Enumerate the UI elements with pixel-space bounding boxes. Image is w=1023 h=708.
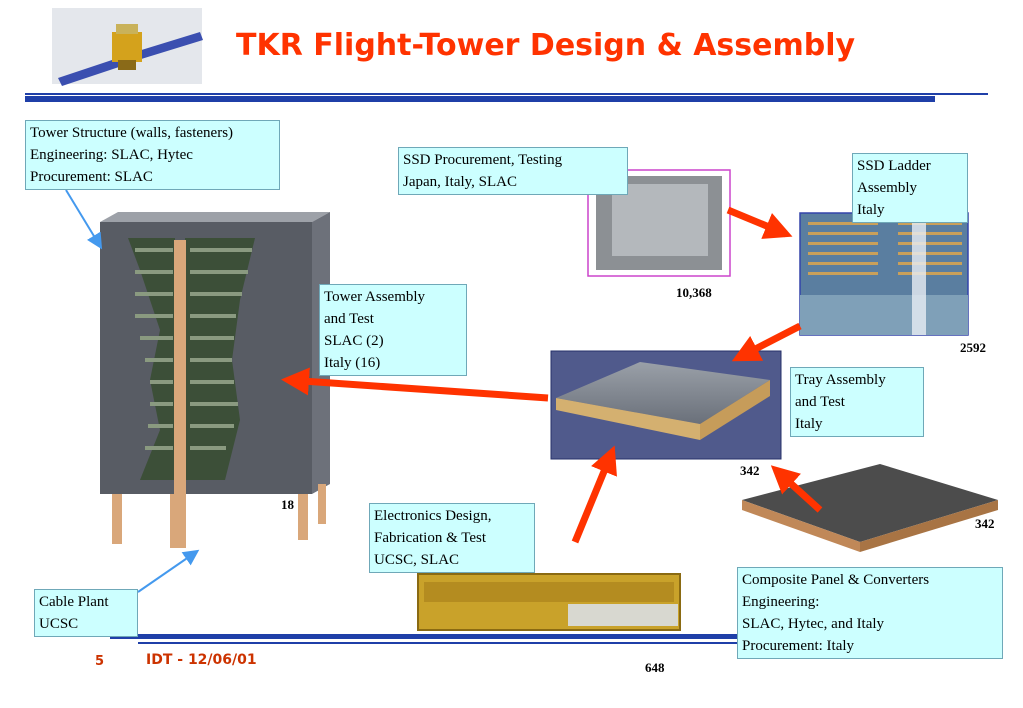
ssd-ladder-line-2: Assembly [857, 180, 917, 196]
composite-panel-line-3: SLAC, Hytec, and Italy [742, 616, 885, 632]
tower-assembly-line-1: Tower Assembly [324, 289, 426, 305]
ssd-ladder-box: SSD Ladder Assembly Italy [852, 153, 968, 223]
satellite-logo-icon [52, 8, 203, 86]
electronics-count: 648 [645, 660, 665, 675]
tower-structure-line-2: Engineering: SLAC, Hytec [30, 147, 193, 163]
tower-structure-line-1: Tower Structure (walls, fasteners) [30, 125, 234, 141]
ssd-procurement-line-2: Japan, Italy, SLAC [403, 174, 518, 190]
arrow-ssd-to-ladder [726, 206, 793, 239]
arrow-ladder-to-tray [731, 322, 802, 362]
composite-panel-line-1: Composite Panel & Converters [742, 572, 930, 588]
tray-assembly-box: Tray Assembly and Test Italy [790, 367, 924, 437]
electronics-line-1: Electronics Design, [374, 508, 492, 524]
composite-panel-line-2: Engineering: [742, 594, 820, 610]
tower-assembly-line-4: Italy (16) [324, 355, 381, 371]
panel-count: 342 [975, 516, 995, 531]
ssd-procurement-line-1: SSD Procurement, Testing [403, 152, 563, 168]
tray-assembly-line-1: Tray Assembly [795, 372, 886, 388]
arrow-tray-to-tower [281, 367, 549, 402]
cable-plant-line-1: Cable Plant [39, 594, 109, 610]
header-rule-thin [25, 93, 988, 95]
electronics-line-3: UCSC, SLAC [374, 552, 460, 568]
page-title: TKR Flight-Tower Design & Assembly [236, 28, 856, 63]
electronics-line-2: Fabrication & Test [374, 530, 486, 546]
header-rule-thick [25, 96, 935, 102]
electronics-board-image [417, 573, 681, 631]
ssd-count: 10,368 [676, 285, 712, 300]
tower-structure-line-3: Procurement: SLAC [30, 169, 153, 185]
composite-panel-line-4: Procurement: Italy [742, 638, 855, 654]
tower-structure-box: Tower Structure (walls, fasteners) Engin… [25, 120, 280, 190]
composite-panel-image [742, 464, 998, 552]
footer-rule-thin [138, 642, 988, 644]
footer-date: IDT - 12/06/01 [146, 652, 257, 668]
cable-plant-box: Cable Plant UCSC [34, 589, 138, 637]
callout-tower-structure [65, 189, 103, 250]
arrow-panel-to-tray [770, 465, 823, 513]
electronics-box: Electronics Design, Fabrication & Test U… [369, 503, 535, 573]
tower-assembly-line-2: and Test [324, 311, 374, 327]
callout-cable-plant [137, 549, 200, 593]
ssd-ladder-image [799, 212, 969, 336]
tower-assembly-box: Tower Assembly and Test SLAC (2) Italy (… [319, 284, 467, 376]
ssd-ladder-line-1: SSD Ladder [857, 158, 931, 174]
composite-panel-box: Composite Panel & Converters Engineering… [737, 567, 1003, 659]
tower-assembly-line-3: SLAC (2) [324, 333, 384, 349]
tray-assembly-line-3: Italy [795, 416, 823, 432]
tray-image [550, 350, 782, 460]
tray-assembly-line-2: and Test [795, 394, 845, 410]
page-number: 5 [95, 654, 105, 669]
tower-count: 18 [281, 497, 294, 512]
ssd-ladder-line-3: Italy [857, 202, 885, 218]
ladder-count: 2592 [960, 340, 986, 355]
ssd-procurement-box: SSD Procurement, Testing Japan, Italy, S… [398, 147, 628, 195]
tower-image [100, 212, 330, 548]
arrow-electronics-to-tray [571, 445, 617, 544]
footer-rule-thick [110, 634, 990, 639]
tray-count: 342 [740, 463, 760, 478]
cable-plant-line-2: UCSC [39, 616, 79, 632]
